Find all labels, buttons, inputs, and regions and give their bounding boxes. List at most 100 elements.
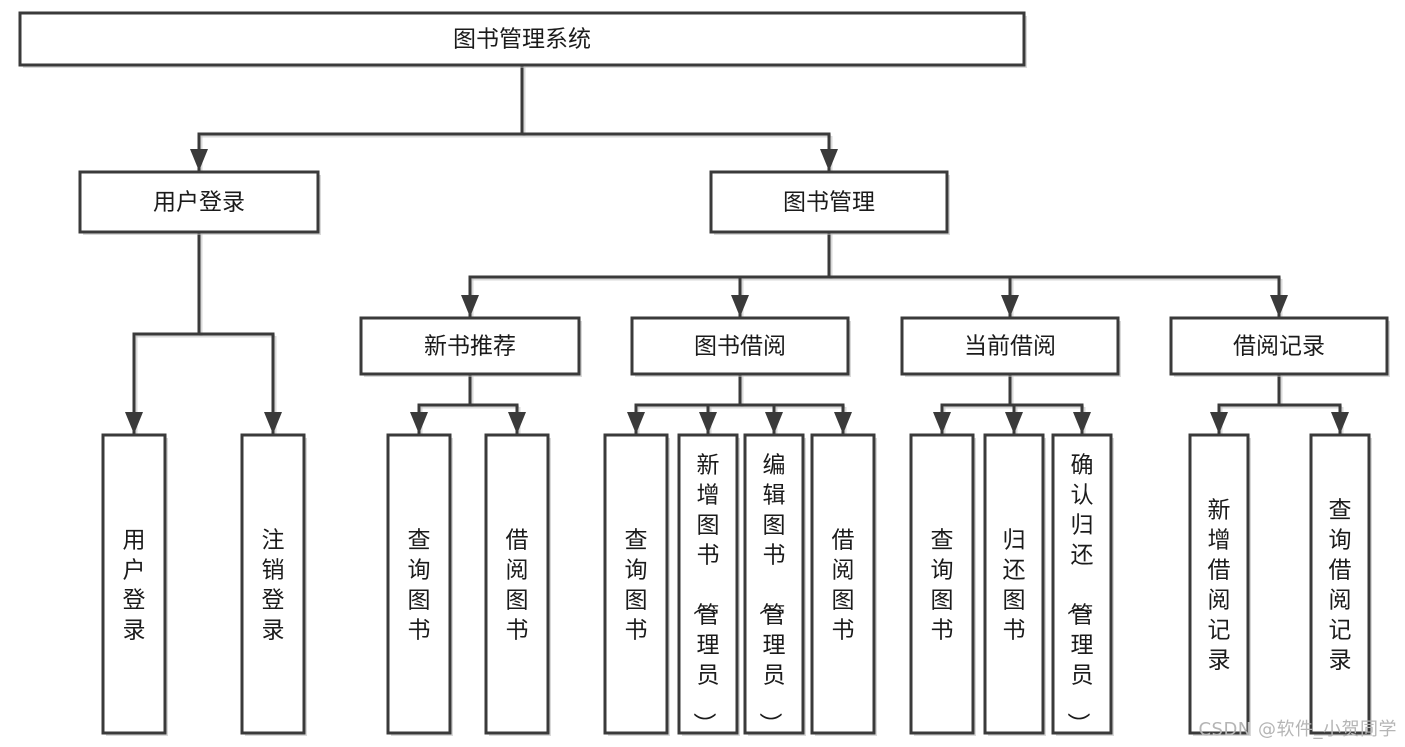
node-label-char: （: [757, 592, 783, 615]
node-label: 查询图书: [931, 527, 954, 643]
node-leaf-return-book[interactable]: 归还图书: [983, 433, 1046, 736]
node-leaf-borrow-book-1[interactable]: 借阅图书: [484, 433, 551, 736]
node-label-char: 询: [1329, 527, 1352, 553]
node-box[interactable]: [386, 433, 452, 735]
node-label: 用户登录: [123, 527, 146, 643]
node-label-char: 编: [763, 452, 786, 478]
node-label-char: 管: [763, 602, 786, 628]
node-user-login[interactable]: 用户登录: [78, 170, 321, 235]
node-label-char: 查: [1329, 497, 1352, 523]
node-label-char: 归: [1071, 512, 1094, 538]
node-label-char: 归: [1003, 527, 1026, 553]
node-leaf-confirm-return[interactable]: 确认归还（管理员）: [1051, 433, 1114, 736]
node-box[interactable]: [743, 433, 805, 735]
node-box[interactable]: [240, 433, 306, 735]
node-label-char: 确: [1071, 452, 1094, 478]
node-box[interactable]: [18, 11, 1026, 67]
node-label-char: 增: [697, 482, 720, 508]
node-label-char: 书: [408, 617, 431, 643]
node-new-book-rec[interactable]: 新书推荐: [359, 316, 582, 377]
node-box[interactable]: [101, 433, 167, 735]
node-leaf-borrow-book-2[interactable]: 借阅图书: [810, 433, 877, 736]
node-box[interactable]: [484, 433, 550, 735]
node-label-char: 用: [123, 527, 146, 553]
node-box[interactable]: [603, 433, 669, 735]
arrow-head-icon: [1270, 295, 1288, 317]
node-box[interactable]: [1169, 316, 1389, 376]
node-box[interactable]: [677, 433, 739, 735]
node-label-char: 书: [506, 617, 529, 643]
node-label-char: 新: [1208, 497, 1231, 523]
node-leaf-logout[interactable]: 注销登录: [240, 433, 307, 736]
node-label-char: 记: [1329, 617, 1352, 643]
node-label: 借阅图书: [832, 527, 855, 643]
node-label-char: 录: [262, 617, 285, 643]
node-label-char: 阅: [832, 557, 855, 583]
node-label-char: 阅: [1329, 587, 1352, 613]
node-label: 编辑图书（管理员）: [757, 452, 786, 735]
arrow-head-icon: [1331, 412, 1349, 434]
node-borrow-record[interactable]: 借阅记录: [1169, 316, 1390, 377]
node-box[interactable]: [1188, 433, 1250, 735]
node-box[interactable]: [78, 170, 320, 234]
node-label-char: 销: [262, 557, 285, 583]
node-leaf-user-login[interactable]: 用户登录: [101, 433, 168, 736]
node-label-char: 图: [697, 512, 720, 538]
node-label-char: 借: [832, 527, 855, 553]
node-label-char: 还: [1071, 542, 1094, 568]
arrow-head-icon: [1210, 412, 1228, 434]
node-label-char: 查: [625, 527, 648, 553]
arrow-head-icon: [1073, 412, 1091, 434]
node-label-char: 认: [1071, 482, 1094, 508]
node-label: 借阅记录: [1233, 334, 1325, 360]
node-label-char: 书: [931, 617, 954, 643]
node-current-borrow[interactable]: 当前借阅: [900, 316, 1121, 377]
node-label-char: 员: [1071, 662, 1094, 688]
node-label-char: 书: [697, 542, 720, 568]
node-label-char: 查: [408, 527, 431, 553]
node-leaf-query-book-1[interactable]: 查询图书: [386, 433, 453, 736]
node-label-char: （: [1065, 592, 1091, 615]
node-label-char: 图: [763, 512, 786, 538]
node-label-char: 图: [832, 587, 855, 613]
node-label-char: 员: [763, 662, 786, 688]
node-label: 查询图书: [408, 527, 431, 643]
node-leaf-add-book[interactable]: 新增图书（管理员）: [677, 433, 740, 736]
node-label-char: 登: [123, 587, 146, 613]
node-leaf-add-record[interactable]: 新增借阅记录: [1188, 433, 1251, 736]
node-box[interactable]: [709, 170, 949, 234]
node-leaf-edit-book[interactable]: 编辑图书（管理员）: [743, 433, 806, 736]
node-box[interactable]: [983, 433, 1045, 735]
node-label-char: 图: [931, 587, 954, 613]
arrow-head-icon: [264, 412, 282, 434]
node-label-char: 录: [123, 617, 146, 643]
node-label-char: 户: [123, 557, 146, 583]
node-book-borrow[interactable]: 图书借阅: [630, 316, 851, 377]
node-box[interactable]: [810, 433, 876, 735]
node-root[interactable]: 图书管理系统: [18, 11, 1027, 68]
node-label-char: 查: [931, 527, 954, 553]
node-box[interactable]: [909, 433, 975, 735]
node-label: 新增图书（管理员）: [691, 452, 720, 735]
node-box[interactable]: [359, 316, 581, 376]
node-box[interactable]: [1309, 433, 1371, 735]
node-leaf-query-book-2[interactable]: 查询图书: [603, 433, 670, 736]
node-label-char: 理: [1071, 632, 1094, 658]
node-label-char: 询: [931, 557, 954, 583]
node-leaf-query-record[interactable]: 查询借阅记录: [1309, 433, 1372, 736]
node-label: 查询借阅记录: [1329, 497, 1352, 673]
node-label-char: 辑: [763, 482, 786, 508]
node-box[interactable]: [900, 316, 1120, 376]
nodes-layer: 图书管理系统用户登录图书管理新书推荐图书借阅当前借阅借阅记录用户登录注销登录查询…: [18, 11, 1390, 736]
node-box[interactable]: [1051, 433, 1113, 735]
node-label-char: 录: [1208, 647, 1231, 673]
node-label-char: 记: [1208, 617, 1231, 643]
node-label: 图书管理系统: [453, 27, 591, 53]
watermark-label: CSDN @软件_小贺同学: [1198, 719, 1397, 740]
node-label-char: 管: [697, 602, 720, 628]
node-leaf-query-book-3[interactable]: 查询图书: [909, 433, 976, 736]
node-label: 用户登录: [153, 190, 245, 216]
node-book-manage[interactable]: 图书管理: [709, 170, 950, 235]
node-box[interactable]: [630, 316, 850, 376]
node-label-char: 借: [1208, 557, 1231, 583]
